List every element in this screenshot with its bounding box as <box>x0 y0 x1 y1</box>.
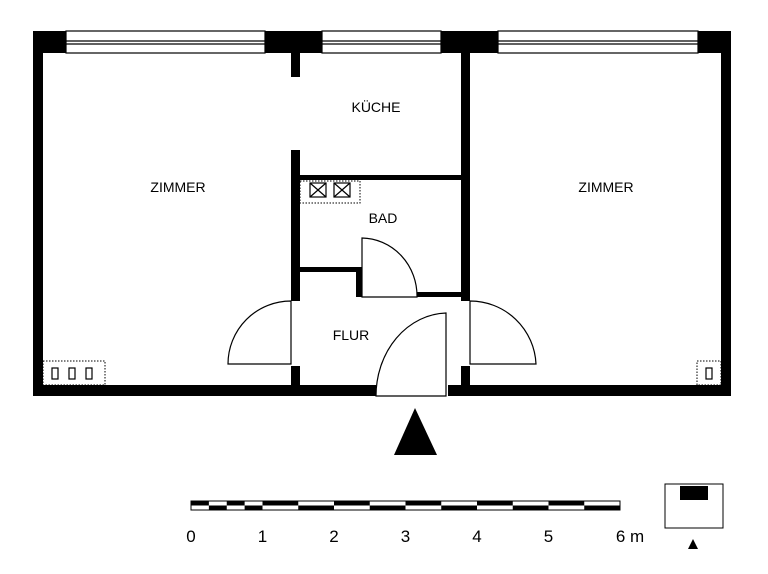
scale-bar-labels: 0 1 2 3 4 5 6 m <box>186 527 644 546</box>
radiator-right <box>696 360 722 386</box>
wall-interior-left-mid <box>291 150 300 301</box>
wall-interior-left-top <box>291 53 300 77</box>
room-label-kitchen: KÜCHE <box>351 98 400 115</box>
scale-bar-label: 0 <box>186 527 195 546</box>
room-labels: ZIMMER KÜCHE ZIMMER BAD FLUR <box>150 98 633 343</box>
wall-interior-right-bottom <box>461 366 470 391</box>
room-label-hallway: FLUR <box>333 327 370 343</box>
wall-bath-step <box>356 267 362 297</box>
scale-bar-segment <box>369 505 406 510</box>
doors <box>227 237 537 397</box>
door-bathroom <box>361 237 418 298</box>
bath-fixture-icon <box>309 182 327 198</box>
room-label-bathroom: BAD <box>369 210 398 226</box>
wall-bottom-right <box>448 385 731 396</box>
interior-walls <box>291 53 470 391</box>
scale-bar: 0 1 2 3 4 5 6 m <box>186 500 644 546</box>
scale-bar-segment <box>405 501 442 506</box>
bath-fixtures <box>299 180 361 204</box>
wall-top-pillar-1 <box>265 31 322 53</box>
scale-bar-label: 5 <box>544 527 553 546</box>
scale-bar-segment <box>226 501 245 506</box>
scale-bar-segment <box>244 505 263 510</box>
window-kitchen <box>321 30 442 54</box>
fixtures <box>42 180 722 386</box>
scale-bar-label: 1 <box>258 527 267 546</box>
key-plan-entrance-icon <box>688 539 698 549</box>
wall-bottom-left <box>33 385 376 396</box>
bath-fixture-icon <box>333 182 351 198</box>
door-entrance <box>375 312 447 397</box>
scale-bar-label: 2 <box>329 527 338 546</box>
scale-bar-segment <box>548 501 585 506</box>
wall-interior-right-top <box>461 53 470 301</box>
wall-kitchen-bath <box>300 175 461 180</box>
door-right-room <box>469 300 537 365</box>
wall-bath-lower-right <box>417 292 461 297</box>
scale-bar-segment <box>334 501 370 506</box>
scale-bar-segment <box>298 505 334 510</box>
wall-bath-lower-left <box>300 267 362 272</box>
wall-left <box>33 31 43 396</box>
window-right <box>497 30 699 54</box>
scale-bar-label: 6 m <box>616 527 644 546</box>
north-triangle-icon <box>394 408 437 455</box>
windows <box>65 30 699 54</box>
window-left <box>65 30 266 54</box>
scale-bar-segment <box>208 505 227 510</box>
key-plan-icon <box>664 483 724 549</box>
scale-bar-label: 4 <box>472 527 481 546</box>
wall-right <box>721 31 731 396</box>
key-plan-unit <box>680 486 708 500</box>
room-label-zimmer-right: ZIMMER <box>578 179 633 195</box>
scale-bar-segment <box>477 501 513 506</box>
scale-bar-segments <box>191 501 620 510</box>
door-left-room <box>227 300 292 365</box>
outer-walls <box>33 31 731 396</box>
scale-bar-segment <box>262 501 299 506</box>
scale-bar-segment <box>512 505 549 510</box>
scale-bar-segment <box>441 505 477 510</box>
scale-bar-segment <box>191 501 209 506</box>
radiator-left <box>42 360 106 386</box>
scale-bar-segment <box>584 505 620 510</box>
scale-bar-label: 3 <box>401 527 410 546</box>
room-label-zimmer-left: ZIMMER <box>150 179 205 195</box>
wall-top-pillar-2 <box>441 31 498 53</box>
wall-interior-left-bottom <box>291 366 300 391</box>
